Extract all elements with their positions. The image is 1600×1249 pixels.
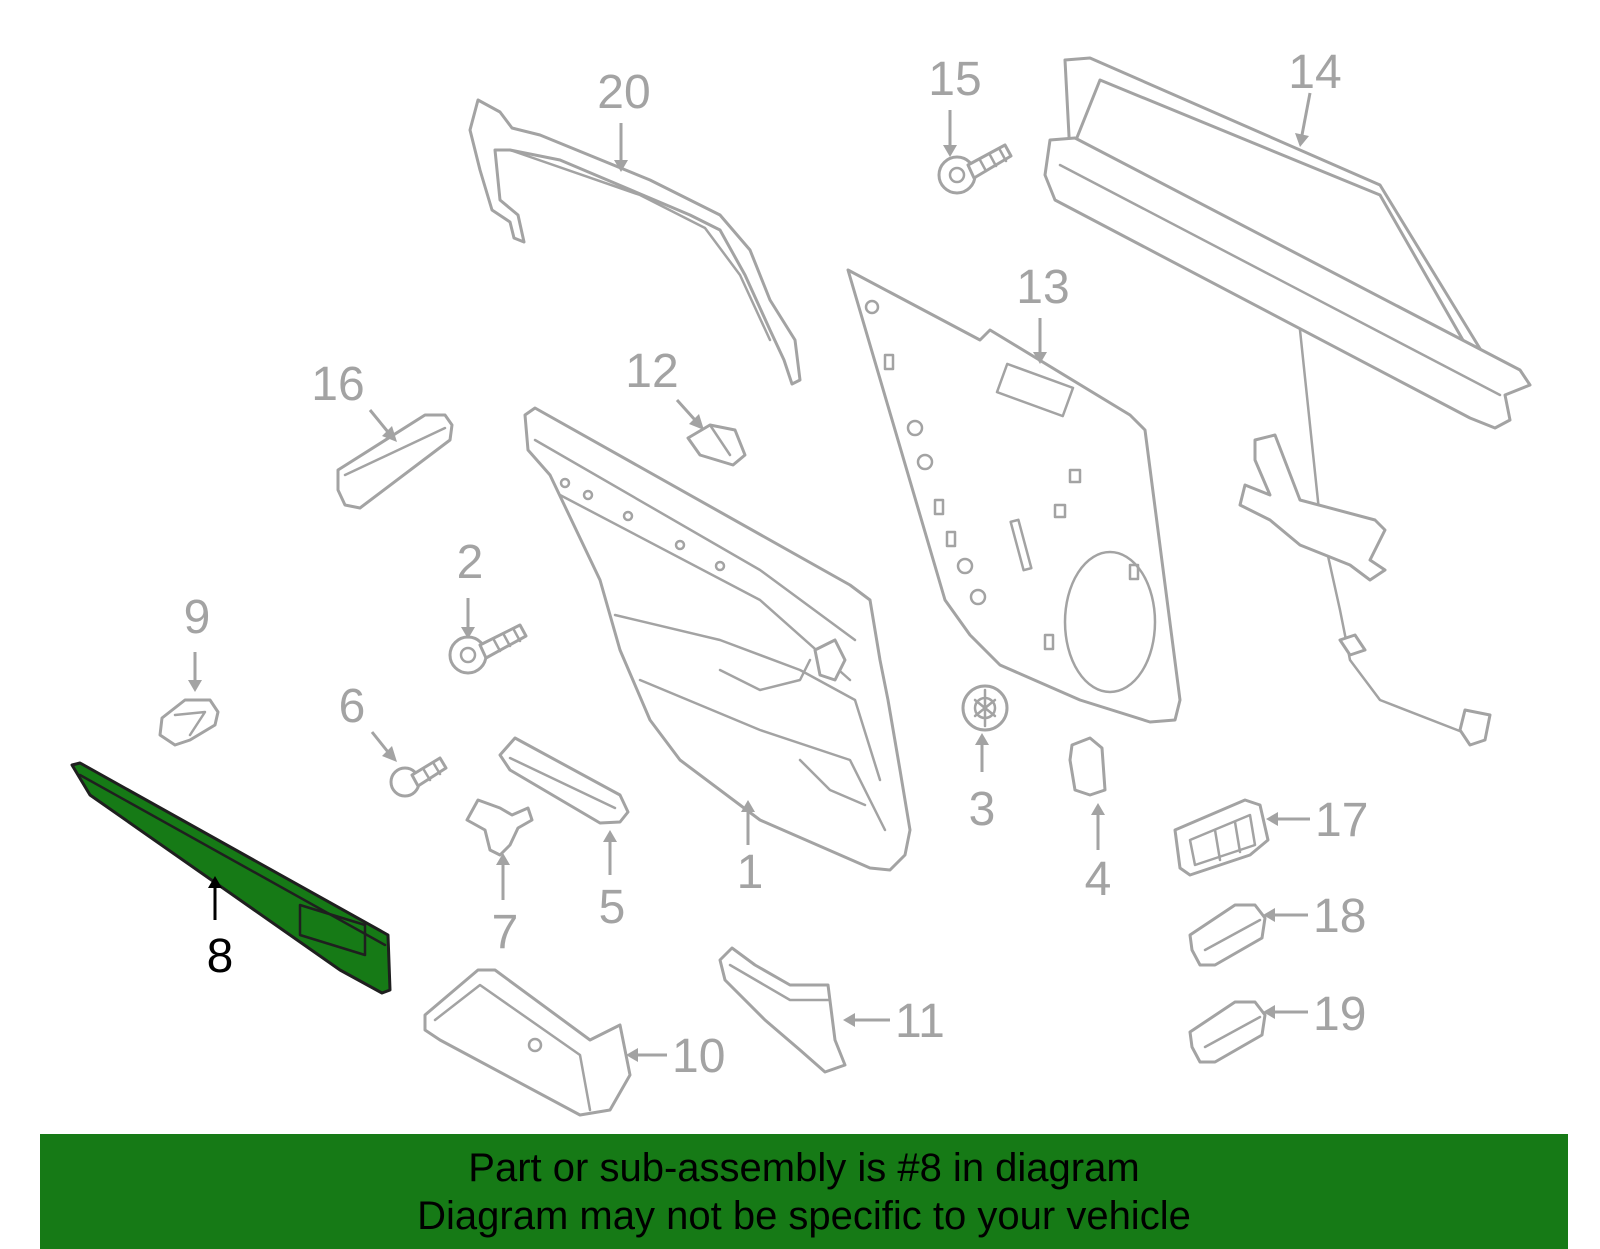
part-3-speaker (961, 684, 1009, 732)
callout-8: 8 (207, 930, 234, 983)
callout-1: 1 (737, 846, 764, 899)
callout-3: 3 (969, 783, 996, 836)
callout-18: 18 (1313, 890, 1366, 943)
callout-9: 9 (184, 591, 211, 644)
callout-labels: 20 15 14 13 12 16 2 9 6 1 5 7 3 4 17 18 … (184, 46, 1369, 1083)
part-20-window-frame (468, 98, 802, 386)
part-5-armrest-pad (498, 736, 630, 825)
part-2-screw (448, 623, 528, 675)
callout-19: 19 (1313, 988, 1366, 1041)
callout-20: 20 (597, 66, 650, 119)
callout-16: 16 (311, 358, 364, 411)
callout-14: 14 (1288, 46, 1341, 99)
part-12-clip (686, 423, 747, 467)
part-14-window-regulator (1043, 56, 1532, 747)
part-9-clip (158, 698, 220, 747)
callout-13: 13 (1016, 261, 1069, 314)
callout-15: 15 (928, 53, 981, 106)
banner-line-disclaimer: Diagram may not be specific to your vehi… (417, 1193, 1191, 1238)
part-18-switch (1188, 903, 1267, 967)
part-19-switch (1188, 1000, 1267, 1064)
banner-line-part: Part or sub-assembly is #8 in diagram (468, 1145, 1140, 1190)
part-6-bolt (389, 756, 448, 798)
callout-2: 2 (457, 536, 484, 589)
callout-5: 5 (599, 881, 626, 934)
part-13-inner-panel (846, 268, 1182, 724)
callout-17: 17 (1315, 794, 1368, 847)
callout-7: 7 (492, 906, 519, 959)
part-10-pocket (423, 968, 632, 1117)
part-11-bracket (718, 946, 847, 1074)
part-15-screw (937, 143, 1013, 195)
part-4-cap (1068, 736, 1107, 797)
callout-11: 11 (895, 995, 945, 1048)
part-7-clip (465, 798, 534, 857)
part-8-trim-strip (70, 761, 392, 995)
info-banner: Part or sub-assembly is #8 in diagram Di… (40, 1134, 1568, 1249)
callout-4: 4 (1085, 853, 1112, 906)
callout-12: 12 (625, 345, 678, 398)
part-17-switch-housing (1173, 798, 1270, 877)
leader-lines (188, 92, 1312, 1062)
callout-6: 6 (339, 680, 366, 733)
part-16-switch (336, 413, 454, 510)
part-1-door-trim (523, 406, 912, 872)
callout-10: 10 (672, 1030, 725, 1083)
